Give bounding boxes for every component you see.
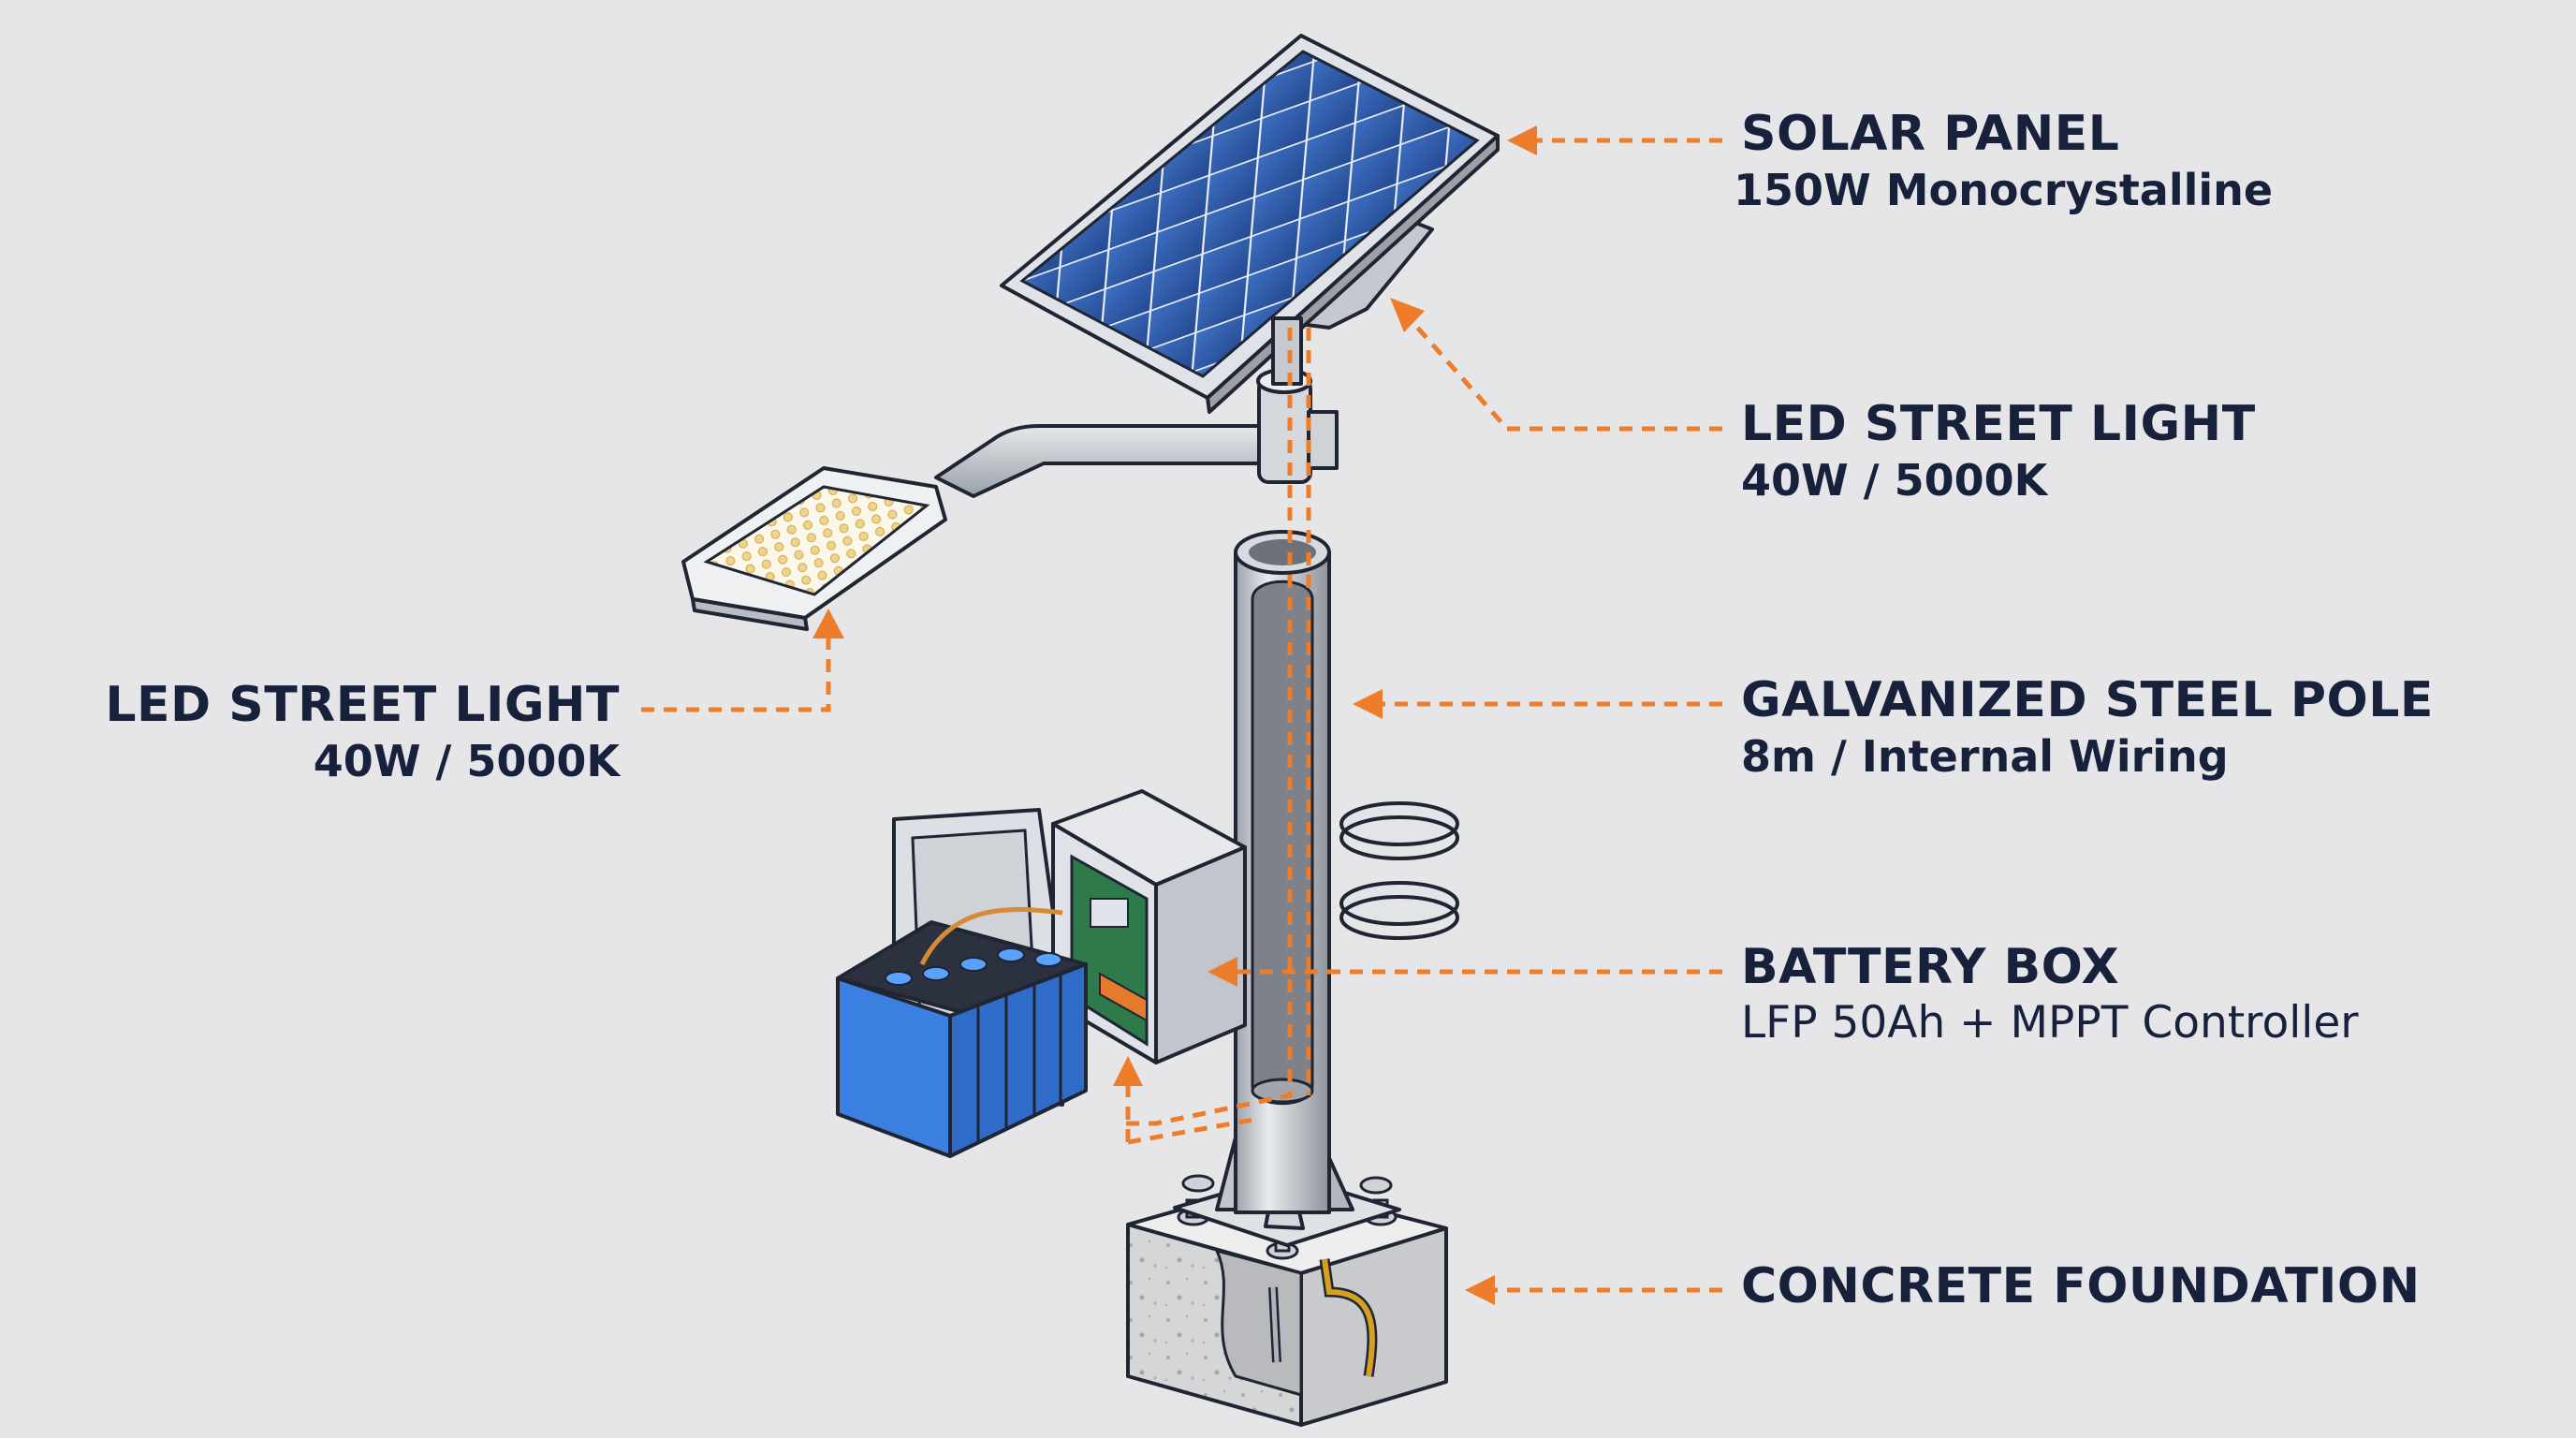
led-street-light-label-left: LED STREET LIGHT 40W / 5000K	[105, 676, 620, 788]
solar-panel-title: SOLAR PANEL	[1741, 106, 2120, 162]
foundation-title: CONCRETE FOUNDATION	[1741, 1258, 2421, 1314]
led-street-light-spec-right: 40W / 5000K	[1741, 455, 2048, 506]
pole-spec: 8m / Internal Wiring	[1741, 731, 2229, 782]
battery-box-label: BATTERY BOX LFP 50Ah + MPPT Controller	[1741, 938, 2359, 1050]
galvanized-steel-pole	[1215, 530, 1459, 1230]
battery-box	[836, 789, 1247, 1158]
battery-box-title: BATTERY BOX	[1741, 939, 2120, 995]
led-street-light-title-left: LED STREET LIGHT	[105, 677, 620, 733]
foundation-label: CONCRETE FOUNDATION	[1741, 1257, 2421, 1315]
pole-title: GALVANIZED STEEL POLE	[1741, 672, 2434, 728]
led-street-light-spec-left: 40W / 5000K	[313, 736, 620, 786]
battery-box-spec: LFP 50Ah + MPPT Controller	[1741, 997, 2359, 1049]
pole-label: GALVANIZED STEEL POLE 8m / Internal Wiri…	[1741, 671, 2434, 784]
led-street-light-title-right: LED STREET LIGHT	[1741, 396, 2256, 452]
solar-panel-spec: 150W Monocrystalline	[1734, 165, 2274, 215]
led-street-light-label-right: LED STREET LIGHT 40W / 5000K	[1741, 395, 2256, 507]
solar-panel-label: SOLAR PANEL 150W Monocrystalline	[1734, 105, 2273, 217]
solar-panel	[1000, 34, 1500, 414]
leader-lines	[641, 125, 1722, 1305]
